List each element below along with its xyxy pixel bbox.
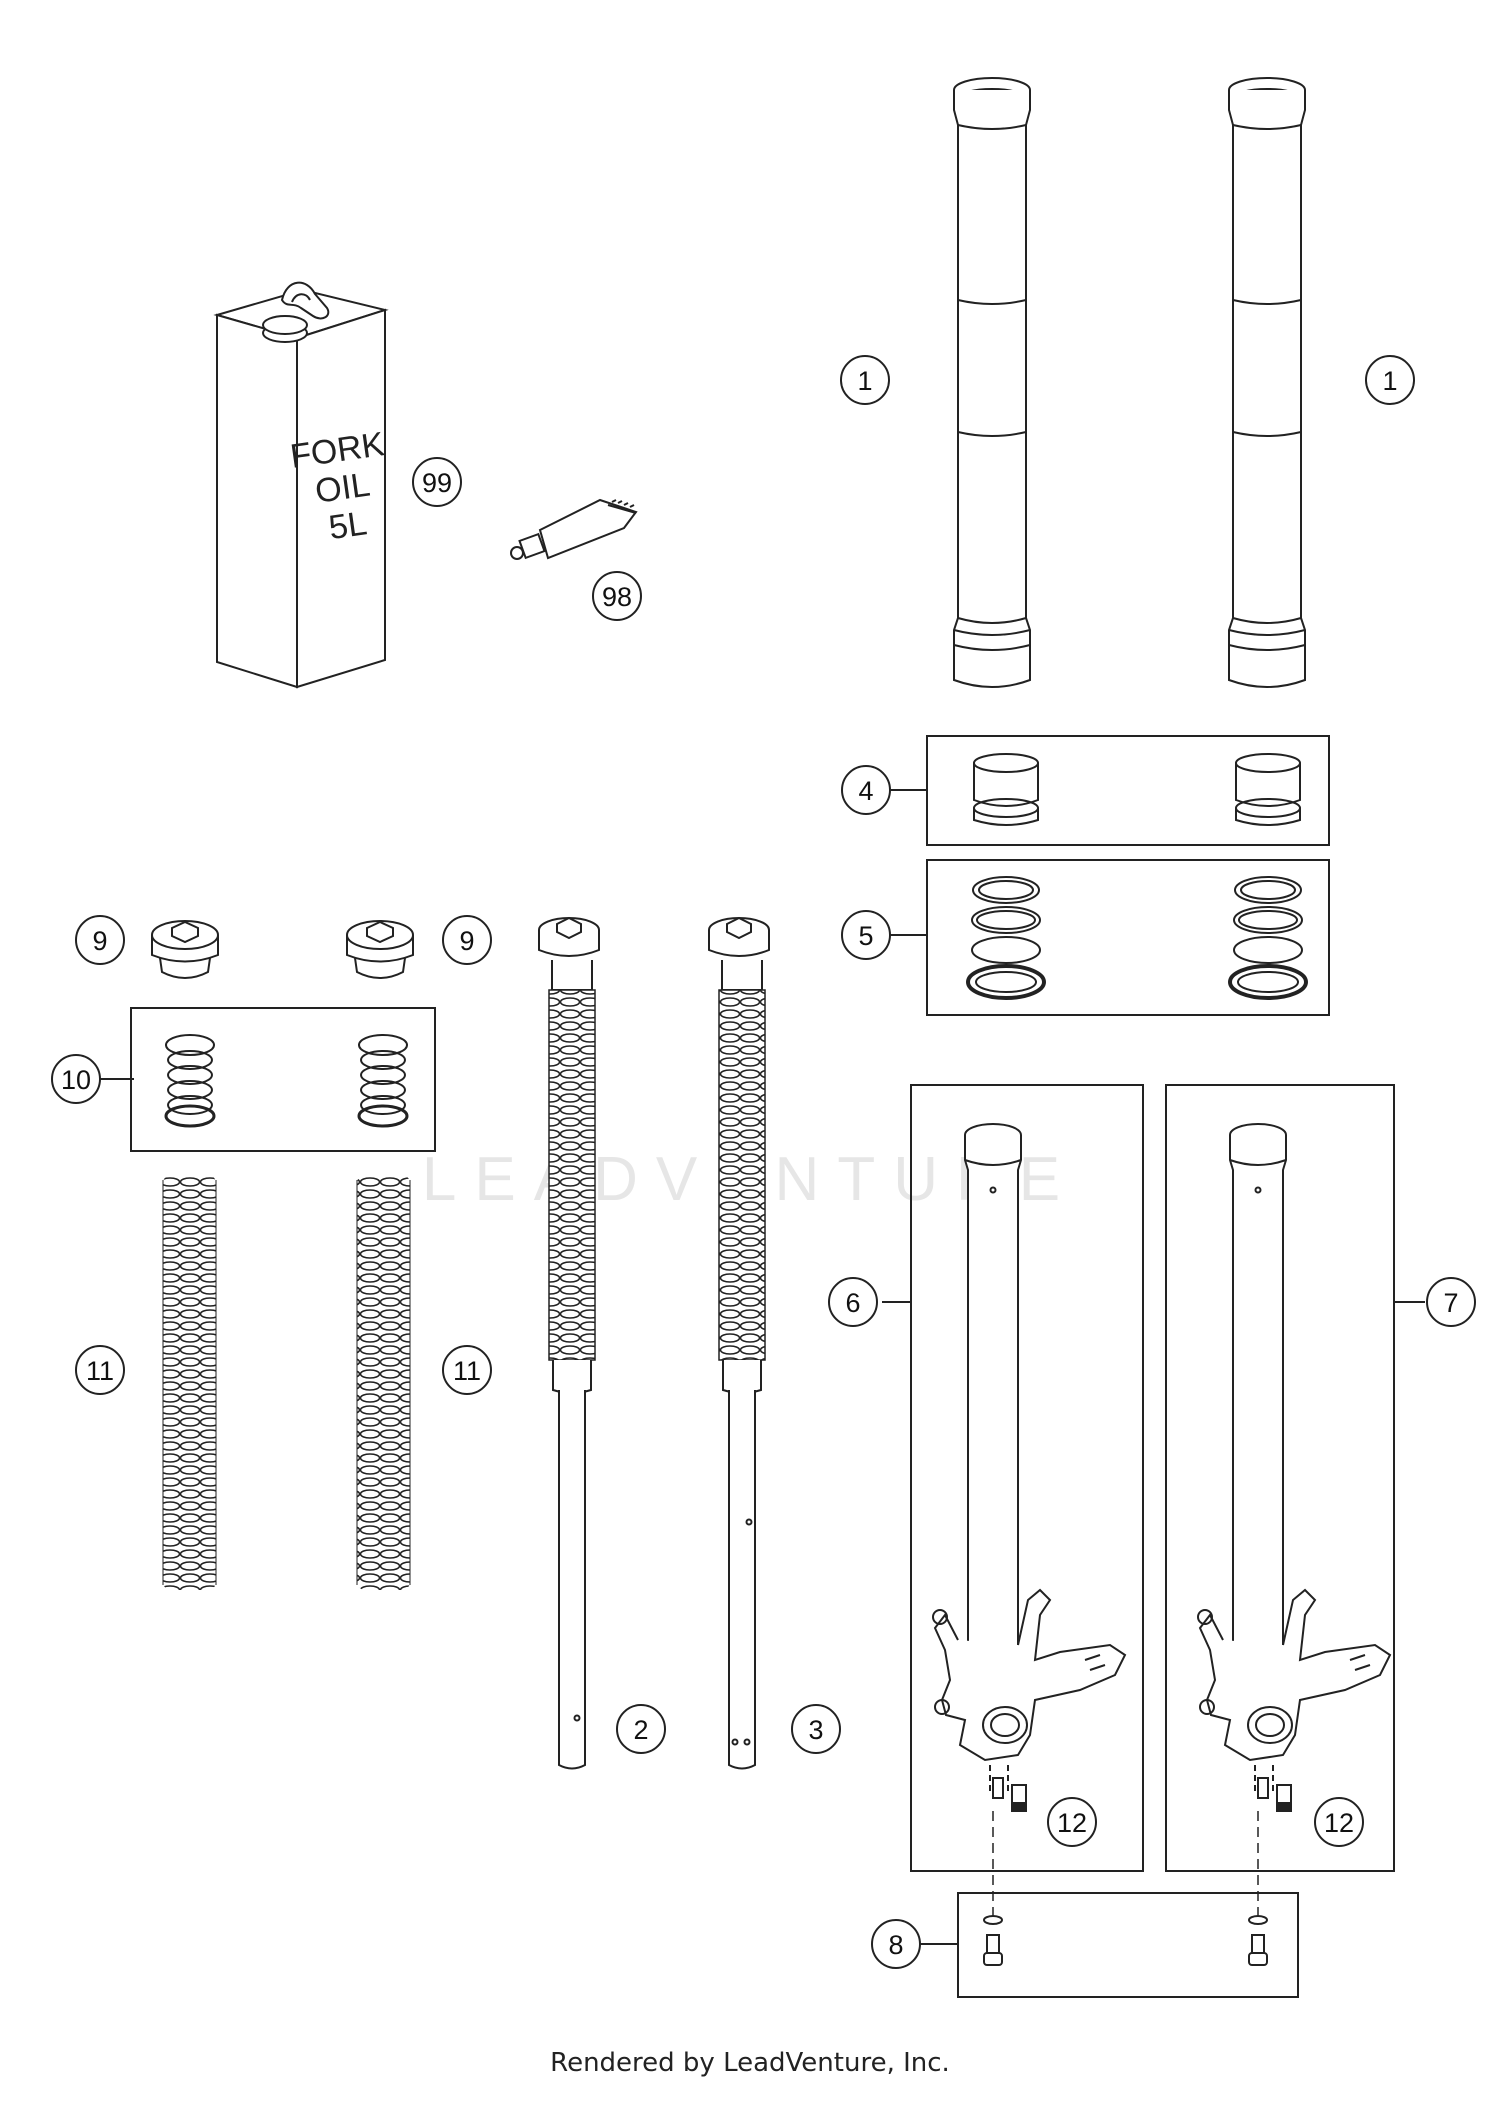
callout-9-left: 9 (75, 915, 125, 965)
callout-5: 5 (841, 910, 891, 960)
svg-text:9: 9 (459, 926, 474, 956)
callout-11-right: 11 (442, 1345, 492, 1395)
fork-leg-right-box (1165, 1084, 1395, 1872)
svg-text:1: 1 (857, 366, 872, 396)
fork-leg-right (1197, 1123, 1392, 1762)
callout-1-left: 1 (840, 355, 890, 405)
small-spring-right (357, 1034, 409, 1128)
oil-can-label-oil: OIL (313, 465, 373, 510)
callout-99: 99 (412, 457, 462, 507)
outer-tube-right (1228, 77, 1306, 688)
svg-text:1: 1 (1382, 366, 1397, 396)
spring-kit-box (130, 1007, 436, 1152)
axle-clamp-bolts-left (989, 1765, 1027, 1812)
callout-7: 7 (1426, 1277, 1476, 1327)
svg-text:12: 12 (1324, 1808, 1354, 1838)
callout-4: 4 (841, 765, 891, 815)
svg-text:7: 7 (1443, 1288, 1458, 1318)
damper-cartridge-right (708, 916, 770, 1770)
callout-3: 3 (791, 1704, 841, 1754)
callout-12-left: 12 (1047, 1797, 1097, 1847)
callout-9-right: 9 (442, 915, 492, 965)
small-spring-left (164, 1034, 216, 1128)
callout-10: 10 (51, 1054, 131, 1104)
svg-text:99: 99 (422, 468, 452, 498)
seal-set-right (1228, 876, 1308, 1000)
footer-credit: Rendered by LeadVenture, Inc. (550, 2048, 950, 2078)
bolt-left (983, 1915, 1003, 1966)
outer-tube-left (953, 77, 1031, 688)
svg-text:11: 11 (86, 1356, 114, 1386)
bushing-right (1235, 753, 1301, 826)
grease-tube (510, 498, 638, 560)
main-spring-right (357, 1175, 410, 1590)
bushing-left (973, 753, 1039, 826)
seal-set-left (966, 876, 1046, 1000)
callout-8: 8 (871, 1919, 921, 1969)
bushing-kit-box (926, 735, 1330, 846)
svg-text:11: 11 (453, 1356, 481, 1386)
svg-text:2: 2 (633, 1715, 648, 1745)
screw-cap-left (151, 920, 219, 979)
callouts: 1 1 99 98 4 5 9 9 (51, 355, 1476, 1969)
callout-11-left: 11 (75, 1345, 125, 1395)
callout-12-right: 12 (1314, 1797, 1364, 1847)
damper-cartridge-left (538, 916, 600, 1770)
svg-text:12: 12 (1057, 1808, 1087, 1838)
callout-1-right: 1 (1365, 355, 1415, 405)
fork-leg-left (932, 1123, 1127, 1762)
screw-cap-right (346, 920, 414, 979)
svg-text:6: 6 (845, 1288, 860, 1318)
fork-leg-left-box (910, 1084, 1144, 1872)
svg-text:4: 4 (858, 776, 873, 806)
main-spring-left (163, 1175, 216, 1590)
svg-text:8: 8 (888, 1930, 903, 1960)
seal-kit-box (926, 859, 1330, 1016)
axle-clamp-bolts-right (1254, 1765, 1292, 1812)
callout-2: 2 (616, 1704, 666, 1754)
bolt-right (1248, 1915, 1268, 1966)
svg-text:3: 3 (808, 1715, 823, 1745)
svg-text:9: 9 (92, 926, 107, 956)
callout-98: 98 (592, 571, 642, 621)
svg-text:98: 98 (602, 582, 632, 612)
callout-6: 6 (828, 1277, 878, 1327)
svg-text:5: 5 (858, 921, 873, 951)
svg-text:10: 10 (61, 1065, 91, 1095)
bolt-kit-box (957, 1892, 1299, 1998)
oil-can-label-volume: 5L (327, 504, 370, 547)
fork-oil-can (213, 281, 389, 689)
